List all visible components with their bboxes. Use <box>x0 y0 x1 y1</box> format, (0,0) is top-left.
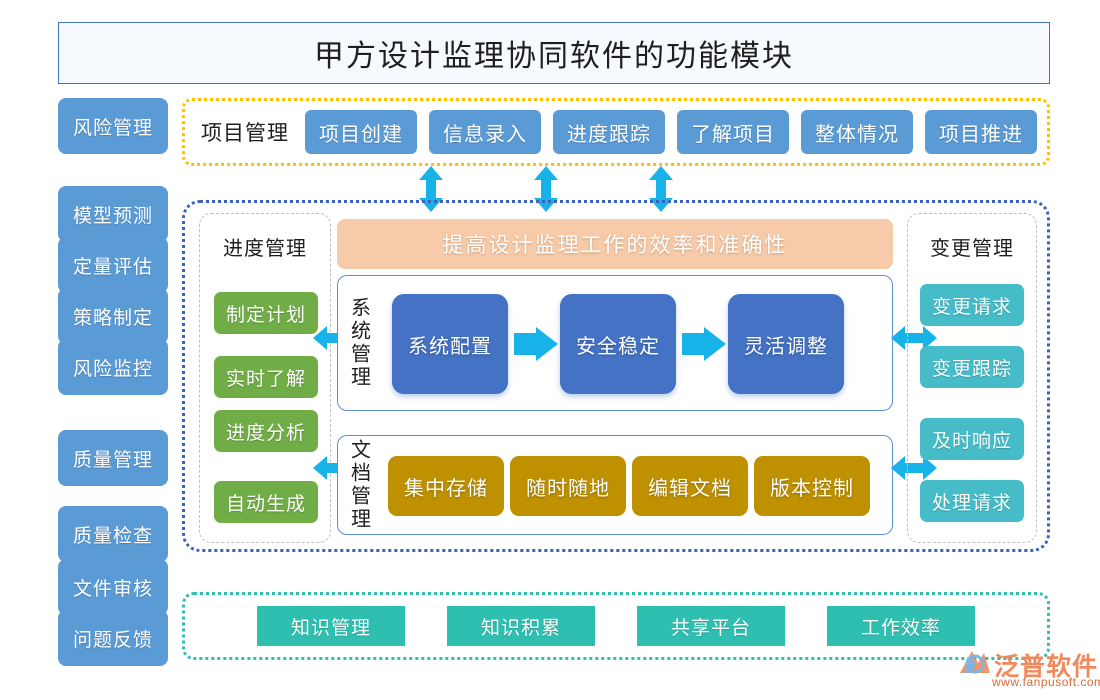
knowledge-chip-1[interactable]: 知识积累 <box>447 606 595 646</box>
project-chip-5[interactable]: 项目推进 <box>925 110 1037 154</box>
schedule-item-2[interactable]: 进度分析 <box>214 410 318 452</box>
change-item-0[interactable]: 变更请求 <box>920 284 1024 326</box>
panel-top-label: 项目管理 <box>201 121 289 145</box>
system-management-label: 系统管理 <box>347 297 370 389</box>
schedule-item-1[interactable]: 实时了解 <box>214 356 318 398</box>
document-management-label: 文档管理 <box>347 439 370 531</box>
project-chip-3[interactable]: 了解项目 <box>677 110 789 154</box>
sidebar-item-8[interactable]: 问题反馈 <box>58 610 168 666</box>
project-management-panel: 项目管理 项目创建信息录入进度跟踪了解项目整体情况项目推进 <box>182 98 1050 166</box>
page-title: 甲方设计监理协同软件的功能模块 <box>314 40 794 73</box>
document-management-box: 文档管理 集中存储 随时随地 编辑文档 版本控制 <box>337 435 893 535</box>
top-chip-list: 项目创建信息录入进度跟踪了解项目整体情况项目推进 <box>305 110 1037 154</box>
core-modules-panel: 进度管理 制定计划 实时了解 进度分析 自动生成 提高设计监理工作的效率和准确性… <box>182 200 1050 552</box>
system-management-box: 系统管理 系统配置 安全稳定 灵活调整 <box>337 275 893 411</box>
document-node-3[interactable]: 版本控制 <box>754 456 870 516</box>
system-node-2[interactable]: 灵活调整 <box>728 294 844 394</box>
schedule-management-title: 进度管理 <box>223 238 307 260</box>
schedule-item-0[interactable]: 制定计划 <box>214 292 318 334</box>
change-management-group: 变更管理 变更请求 变更跟踪 及时响应 处理请求 <box>907 213 1037 543</box>
knowledge-chip-3[interactable]: 工作效率 <box>827 606 975 646</box>
chevron-right-icon <box>682 327 726 361</box>
sidebar-item-1[interactable]: 模型预测 <box>58 186 168 242</box>
knowledge-chip-0[interactable]: 知识管理 <box>257 606 405 646</box>
page-title-bar: 甲方设计监理协同软件的功能模块 <box>58 22 1050 84</box>
knowledge-panel: 知识管理 知识积累 共享平台 工作效率 <box>182 592 1050 660</box>
document-node-2[interactable]: 编辑文档 <box>632 456 748 516</box>
logo-name: 泛普软件 <box>994 654 1099 681</box>
sidebar-item-4[interactable]: 风险监控 <box>58 339 168 395</box>
system-node-1[interactable]: 安全稳定 <box>560 294 676 394</box>
knowledge-chip-2[interactable]: 共享平台 <box>637 606 785 646</box>
sidebar-item-7[interactable]: 文件审核 <box>58 559 168 615</box>
sidebar-item-3[interactable]: 策略制定 <box>58 288 168 344</box>
change-item-1[interactable]: 变更跟踪 <box>920 346 1024 388</box>
chevron-right-icon <box>514 327 558 361</box>
sidebar-item-2[interactable]: 定量评估 <box>58 237 168 293</box>
project-chip-0[interactable]: 项目创建 <box>305 110 417 154</box>
objective-banner: 提高设计监理工作的效率和准确性 <box>337 219 893 269</box>
horizontal-double-arrow-icon <box>891 325 937 351</box>
project-chip-2[interactable]: 进度跟踪 <box>553 110 665 154</box>
schedule-management-group: 进度管理 制定计划 实时了解 进度分析 自动生成 <box>199 213 331 543</box>
horizontal-double-arrow-icon <box>891 455 937 481</box>
change-item-3[interactable]: 处理请求 <box>920 480 1024 522</box>
system-node-0[interactable]: 系统配置 <box>392 294 508 394</box>
logo-url: www.fanpusoft.com <box>992 675 1100 689</box>
change-item-2[interactable]: 及时响应 <box>920 418 1024 460</box>
fanpu-logo-icon <box>960 651 990 674</box>
document-node-0[interactable]: 集中存储 <box>388 456 504 516</box>
sidebar-item-5[interactable]: 质量管理 <box>58 430 168 486</box>
sidebar-item-0[interactable]: 风险管理 <box>58 98 168 154</box>
sidebar-item-6[interactable]: 质量检查 <box>58 506 168 562</box>
change-management-title: 变更管理 <box>930 238 1014 260</box>
document-node-1[interactable]: 随时随地 <box>510 456 626 516</box>
project-chip-1[interactable]: 信息录入 <box>429 110 541 154</box>
project-chip-4[interactable]: 整体情况 <box>801 110 913 154</box>
schedule-item-3[interactable]: 自动生成 <box>214 481 318 523</box>
brand-logo: 泛普软件 www.fanpusoft.com <box>958 645 1100 697</box>
